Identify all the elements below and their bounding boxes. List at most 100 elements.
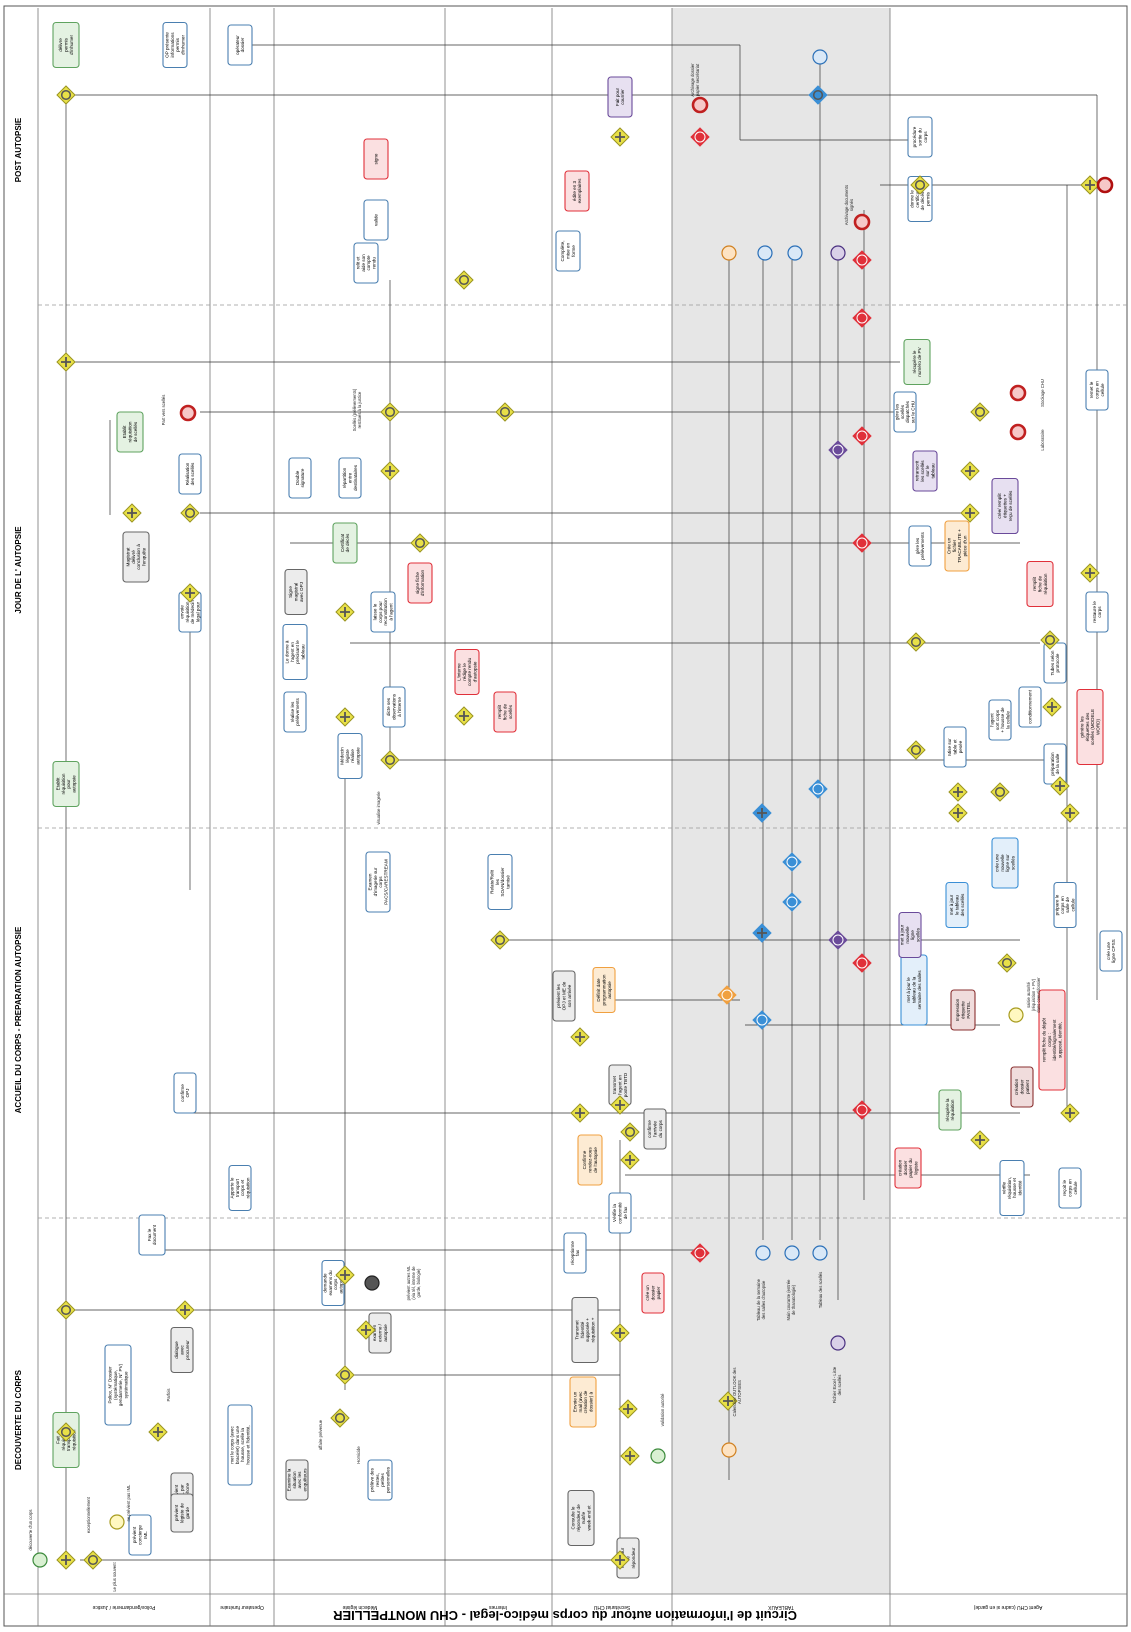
event-gateway <box>717 985 737 1005</box>
parallel-gateway <box>1042 697 1062 717</box>
event-gateway <box>828 930 848 950</box>
task-legiste-15: laisse lecorps pourreconstitutionà l'age… <box>370 591 396 633</box>
task-label: opérateurdossier <box>235 35 245 55</box>
event-gateway <box>852 250 872 270</box>
task-secret-4: Transmetl'identitésupposée +réquisition … <box>571 1296 599 1364</box>
task-label: OP présenteinformationspermisd'inhumer <box>164 32 185 58</box>
inclusive-gateway <box>990 782 1010 802</box>
inclusive-gateway <box>620 1122 640 1142</box>
task-agent-9: met à journouvellelignescellés <box>898 911 922 959</box>
task-police-4: prévientconciergeIML <box>128 1514 152 1556</box>
start-event <box>32 1552 48 1568</box>
event-gateway <box>852 308 872 328</box>
tableau-scelles-event-top <box>812 49 828 65</box>
inclusive-gateway <box>906 740 926 760</box>
parallel-gateway <box>610 1095 630 1115</box>
parallel-gateway <box>1050 776 1070 796</box>
phase-label-post-autopsie: POST AUTOPSIE <box>14 117 23 182</box>
task-label: Complète,mise enforme <box>560 241 576 262</box>
task-legiste-18: signe <box>363 138 389 180</box>
task-interne-2: dicte sesobservationsà l'interne <box>382 686 406 728</box>
task-label: Examine lasituationavec lesenquêteurs <box>286 1468 307 1492</box>
inclusive-gateway <box>330 1408 350 1428</box>
end-event-scelles <box>179 404 197 422</box>
task-label: Apporte letransportcorps etréquisition <box>229 1177 250 1198</box>
task-agent-16: Mise surtable etpesée <box>943 726 967 768</box>
label-scelles-restitues: Scellés (prélèvements)restitués à la jus… <box>352 388 362 431</box>
label-ne-previent-pas: ne prévient pas IML <box>126 1484 131 1521</box>
inclusive-gateway <box>1040 630 1060 650</box>
main-courante-event-top <box>787 245 803 261</box>
task-label: Consulte lerépondeur denuit/leweek-end e… <box>570 1504 591 1532</box>
label-visualise-imagerie: visualise imagerie <box>376 791 381 825</box>
parallel-gateway <box>610 1323 630 1343</box>
event-gateway <box>782 892 802 912</box>
inclusive-gateway <box>997 953 1017 973</box>
task-label: gère lesscellésdispatchéssur le CHU <box>894 400 915 423</box>
task-label: Le donne àl'agent enprécisant letableau <box>284 640 305 664</box>
validation-event <box>650 1448 666 1464</box>
task-label: crée uneligne CPSS <box>1106 939 1116 963</box>
parallel-gateway <box>175 1300 195 1320</box>
task-label: prévient lesOPJ et ME deson arrivée <box>556 981 572 1010</box>
inclusive-gateway <box>83 1550 103 1570</box>
task-label: Vérifie laconformitéde fax <box>612 1202 628 1224</box>
task-label: dialogueavecprocureur <box>174 1340 190 1360</box>
task-label: envoieréquisitionde médecinlégal pour <box>179 600 200 624</box>
calendar-event-bottom <box>721 1442 737 1458</box>
label-parfois: Parfois <box>166 1388 171 1401</box>
task-label: Réalisationdes scellés <box>185 462 195 485</box>
lane-label-police: Police/gendarmerie / Justice <box>92 1604 155 1610</box>
task-label: valide <box>374 214 379 226</box>
task-label: créationdossierpatient <box>1014 1078 1030 1095</box>
task-agent-19: génère lesétiquettes desscellés (MODELEW… <box>1076 688 1104 766</box>
task-label: signe fiched'information <box>415 569 425 596</box>
label-plus-souvent: Le plus souvent <box>112 1562 117 1592</box>
event-gateway <box>690 127 710 147</box>
parallel-gateway <box>948 803 968 823</box>
label-archivage-papier: Archivage dossierpapier secrétariat <box>690 63 700 97</box>
task-label: donne lecertificatde décès +permis <box>909 187 930 210</box>
task-legiste-2: Examine lasituationavec lesenquêteurs <box>285 1459 309 1501</box>
inclusive-gateway <box>906 632 926 652</box>
task-label: Médecinlégisteréaliseautopsie <box>339 747 360 765</box>
task-label: remet lecorps encellule <box>1089 381 1105 399</box>
task-secret-14: édite en 3exemplaires <box>564 170 590 212</box>
task-label: crée unenouvelleligne surscellés <box>994 854 1015 872</box>
task-label: Transmetl'identitésupposée +réquisition … <box>574 1317 595 1342</box>
label-previent-internes: prévient autres ML(via tél, interne dega… <box>406 1265 421 1300</box>
parallel-gateway <box>1060 1103 1080 1123</box>
task-agent-12: prépare lecorps ensalle decellule <box>1053 881 1077 929</box>
task-label: Etablitréquisitionde scellés <box>122 421 138 442</box>
task-label: délivrepermisd'inhumer <box>58 35 74 55</box>
parallel-gateway <box>335 602 355 622</box>
task-agent-24: crée/ remplitétiquettes +reçu de scellés <box>991 477 1019 535</box>
task-legiste-16: relit etaide soncompterendu <box>353 242 379 284</box>
task-agent-17: conditionnement <box>1018 686 1042 728</box>
tableau-scelles-event-bottom <box>812 1245 828 1261</box>
parallel-gateway <box>960 503 980 523</box>
parallel-gateway <box>1060 803 1080 823</box>
label-archivage-signes: Archivage documentssignés <box>844 185 854 225</box>
task-label: prévientconciergeIML <box>132 1525 148 1545</box>
lane-label-legiste: Médecin légiste <box>342 1604 377 1610</box>
task-legiste-5: examenexterne /autopsie <box>368 1312 392 1354</box>
task-secret-10: confirmel'arrivéedu corps <box>643 1108 667 1150</box>
task-legiste-4: demandeexamens ducorps :autopsie + <box>321 1259 345 1307</box>
parallel-gateway <box>752 803 772 823</box>
task-agent-28: récupère lenuméro de PV <box>903 338 931 386</box>
parallel-gateway <box>148 1422 168 1442</box>
task-label: Fait pourcourrier <box>615 87 625 106</box>
task-agent-4: récupère laréquisition <box>938 1089 962 1131</box>
tasks-layer: Faitréquisitiontransport +réquisitionPol… <box>52 21 1123 1579</box>
task-label: dicte sesobservationsà l'interne <box>386 693 402 720</box>
inclusive-gateway <box>410 533 430 553</box>
task-label: Etablitréquisitionpourautopsie <box>55 773 76 794</box>
label-main-courante: Main courante (entréede thanatologie) <box>786 1279 796 1321</box>
task-label: réalise lesprélèvements <box>290 698 300 726</box>
label-affaire-prevenue: affaire prévenue <box>318 1419 323 1450</box>
task-police-9: Etablitréquisitionde scellés <box>116 411 144 453</box>
task-secret-6: réceptionnefax <box>563 1232 587 1274</box>
task-secret-13: Complète,mise enforme <box>555 230 581 272</box>
parallel-gateway <box>180 583 200 603</box>
